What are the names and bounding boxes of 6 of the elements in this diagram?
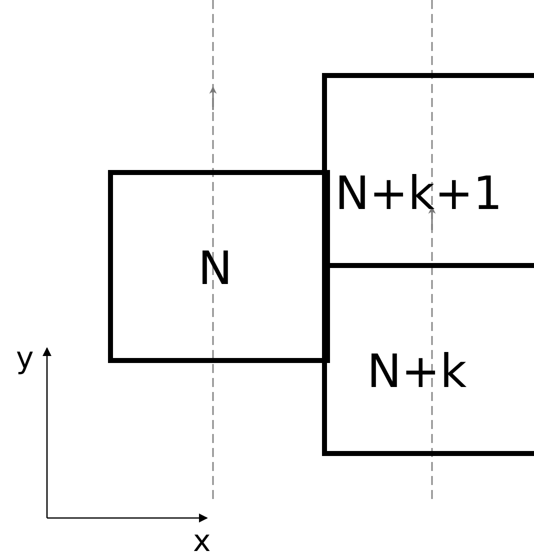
region-box bbox=[108, 170, 330, 363]
axis-label: x bbox=[193, 527, 211, 556]
region-label: N+k bbox=[367, 348, 467, 394]
axis-label: y bbox=[16, 344, 34, 374]
region-label: N+k+1 bbox=[335, 170, 502, 216]
region-label: N bbox=[198, 245, 232, 291]
